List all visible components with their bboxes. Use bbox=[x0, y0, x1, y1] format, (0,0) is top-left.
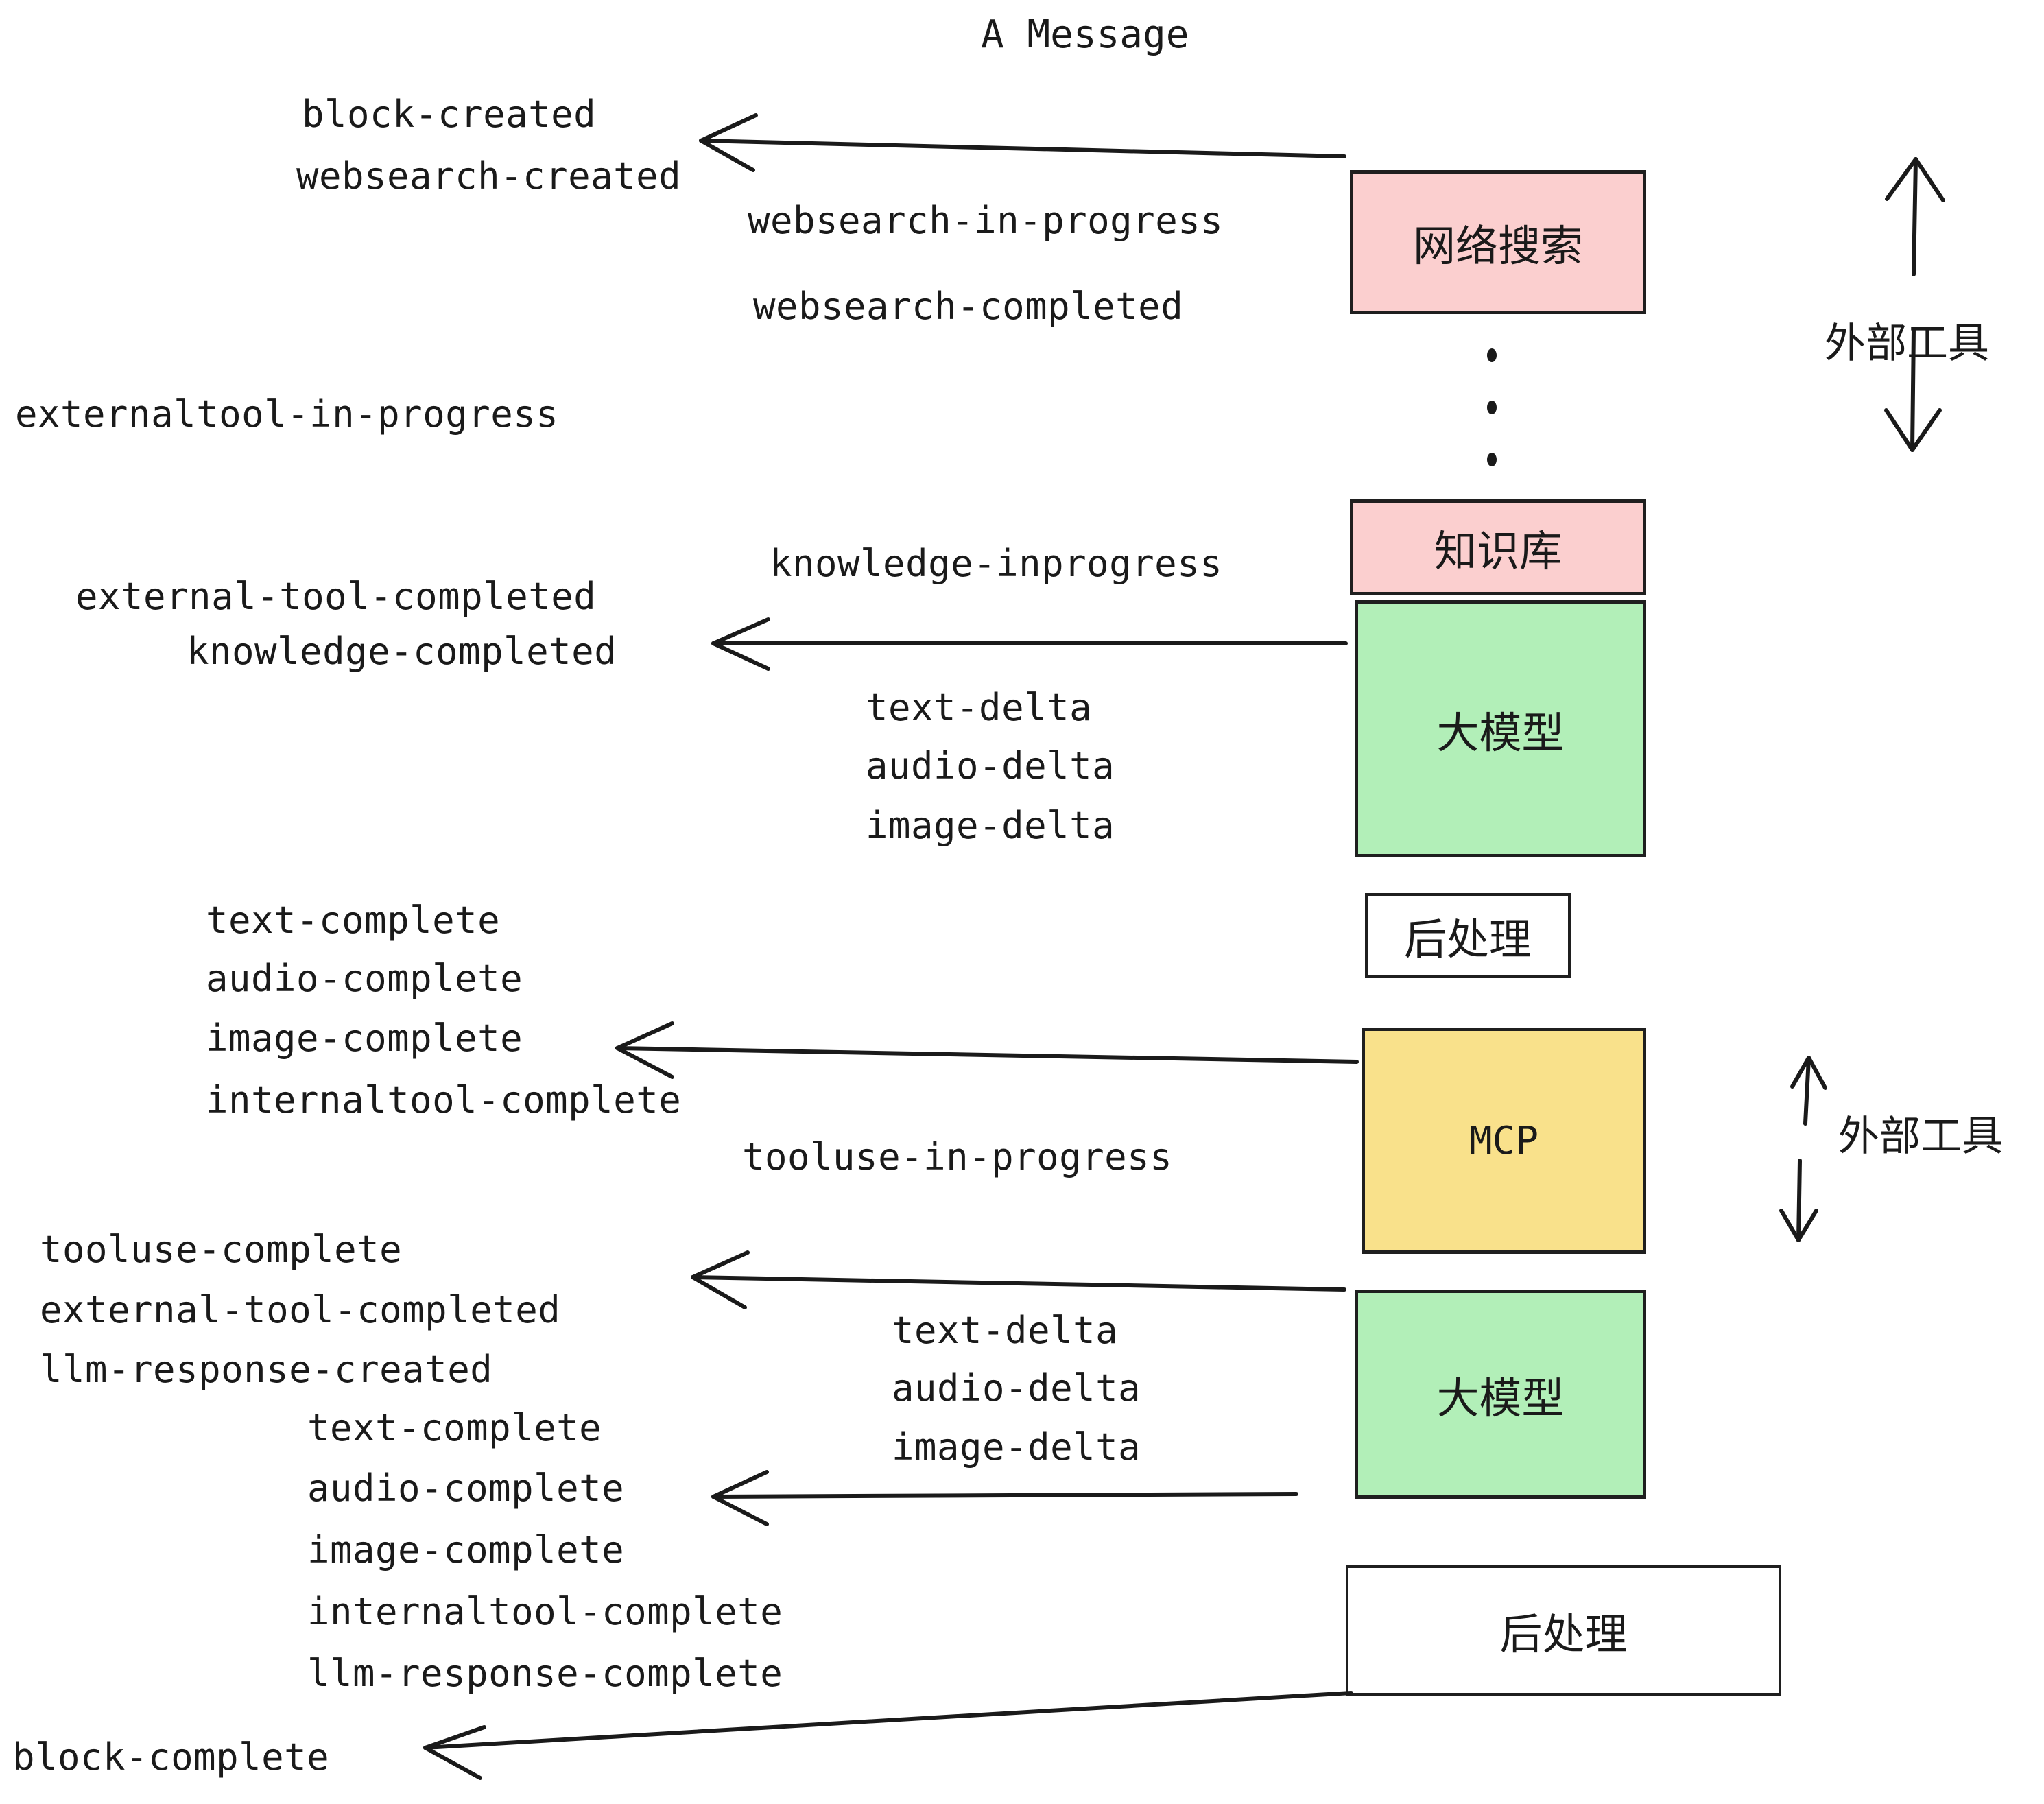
node-postprocess-first[interactable]: 后处理 bbox=[1365, 893, 1571, 978]
event-knowledge-completed: knowledge-completed bbox=[187, 630, 617, 673]
event-tooluse-in-progress: tooluse-in-progress bbox=[742, 1135, 1173, 1178]
event-externaltool-in-progress: externaltool-in-progress bbox=[15, 392, 559, 436]
event-internaltool-complete-first: internaltool-complete bbox=[206, 1078, 682, 1121]
event-llm-response-created: llm-response-created bbox=[40, 1348, 493, 1391]
event-websearch-created: websearch-created bbox=[296, 154, 682, 198]
event-external-tool-completed-second: external-tool-completed bbox=[40, 1288, 561, 1331]
event-image-complete-second: image-complete bbox=[307, 1528, 625, 1571]
node-llm-second[interactable]: 大模型 bbox=[1355, 1290, 1646, 1499]
node-llm-second-label: 大模型 bbox=[1436, 1373, 1565, 1423]
node-llm-first[interactable]: 大模型 bbox=[1355, 600, 1646, 857]
event-audio-complete-first: audio-complete bbox=[206, 957, 523, 1000]
event-websearch-in-progress: websearch-in-progress bbox=[748, 199, 1224, 242]
arrow-knowledge-completed-icon bbox=[711, 617, 1348, 671]
vertical-ellipsis-icon bbox=[1486, 348, 1497, 466]
event-audio-delta-first: audio-delta bbox=[866, 744, 1115, 787]
event-audio-delta-second: audio-delta bbox=[892, 1366, 1141, 1410]
range-arrow-external-tools-top-icon bbox=[1884, 157, 1945, 452]
event-text-complete-first: text-complete bbox=[206, 899, 501, 942]
arrow-block-complete-icon bbox=[423, 1691, 1353, 1780]
event-image-delta-first: image-delta bbox=[866, 804, 1115, 847]
arrow-block-created-icon bbox=[699, 113, 1346, 172]
event-external-tool-completed: external-tool-completed bbox=[75, 575, 597, 618]
event-knowledge-inprogress: knowledge-inprogress bbox=[770, 542, 1223, 585]
node-postprocess-second-label: 后处理 bbox=[1499, 1609, 1628, 1659]
event-websearch-completed: websearch-completed bbox=[753, 285, 1184, 328]
event-block-created: block-created bbox=[302, 93, 597, 136]
node-postprocess-second[interactable]: 后处理 bbox=[1346, 1565, 1781, 1696]
range-arrow-external-tools-mcp-icon bbox=[1779, 1056, 1827, 1242]
node-websearch-label: 网络搜索 bbox=[1412, 221, 1583, 271]
side-label-external-tools-mcp: 外部工具 bbox=[1838, 1113, 2003, 1161]
node-postprocess-first-label: 后处理 bbox=[1403, 914, 1532, 964]
node-websearch[interactable]: 网络搜索 bbox=[1350, 170, 1646, 314]
event-image-delta-second: image-delta bbox=[892, 1425, 1141, 1469]
node-llm-first-label: 大模型 bbox=[1436, 707, 1565, 758]
arrow-tooluse-complete-icon bbox=[691, 1250, 1346, 1309]
node-mcp[interactable]: MCP bbox=[1362, 1028, 1646, 1254]
event-block-complete: block-complete bbox=[12, 1735, 330, 1779]
node-knowledge[interactable]: 知识库 bbox=[1350, 499, 1646, 595]
arrow-audio-complete-icon bbox=[711, 1470, 1298, 1526]
event-image-complete-first: image-complete bbox=[206, 1017, 523, 1060]
node-knowledge-label: 知识库 bbox=[1434, 526, 1562, 576]
event-llm-response-complete: llm-response-complete bbox=[307, 1652, 783, 1695]
event-tooluse-complete: tooluse-complete bbox=[40, 1228, 403, 1271]
event-text-complete-second: text-complete bbox=[307, 1406, 602, 1449]
page-title: A Message bbox=[981, 12, 1189, 57]
event-text-delta-second: text-delta bbox=[892, 1309, 1119, 1352]
side-label-external-tools-top: 外部工具 bbox=[1825, 320, 1989, 368]
event-audio-complete-second: audio-complete bbox=[307, 1467, 625, 1510]
node-mcp-label: MCP bbox=[1469, 1118, 1539, 1163]
event-internaltool-complete-second: internaltool-complete bbox=[307, 1590, 783, 1633]
event-text-delta-first: text-delta bbox=[866, 686, 1093, 729]
arrow-image-complete-icon bbox=[615, 1021, 1359, 1079]
